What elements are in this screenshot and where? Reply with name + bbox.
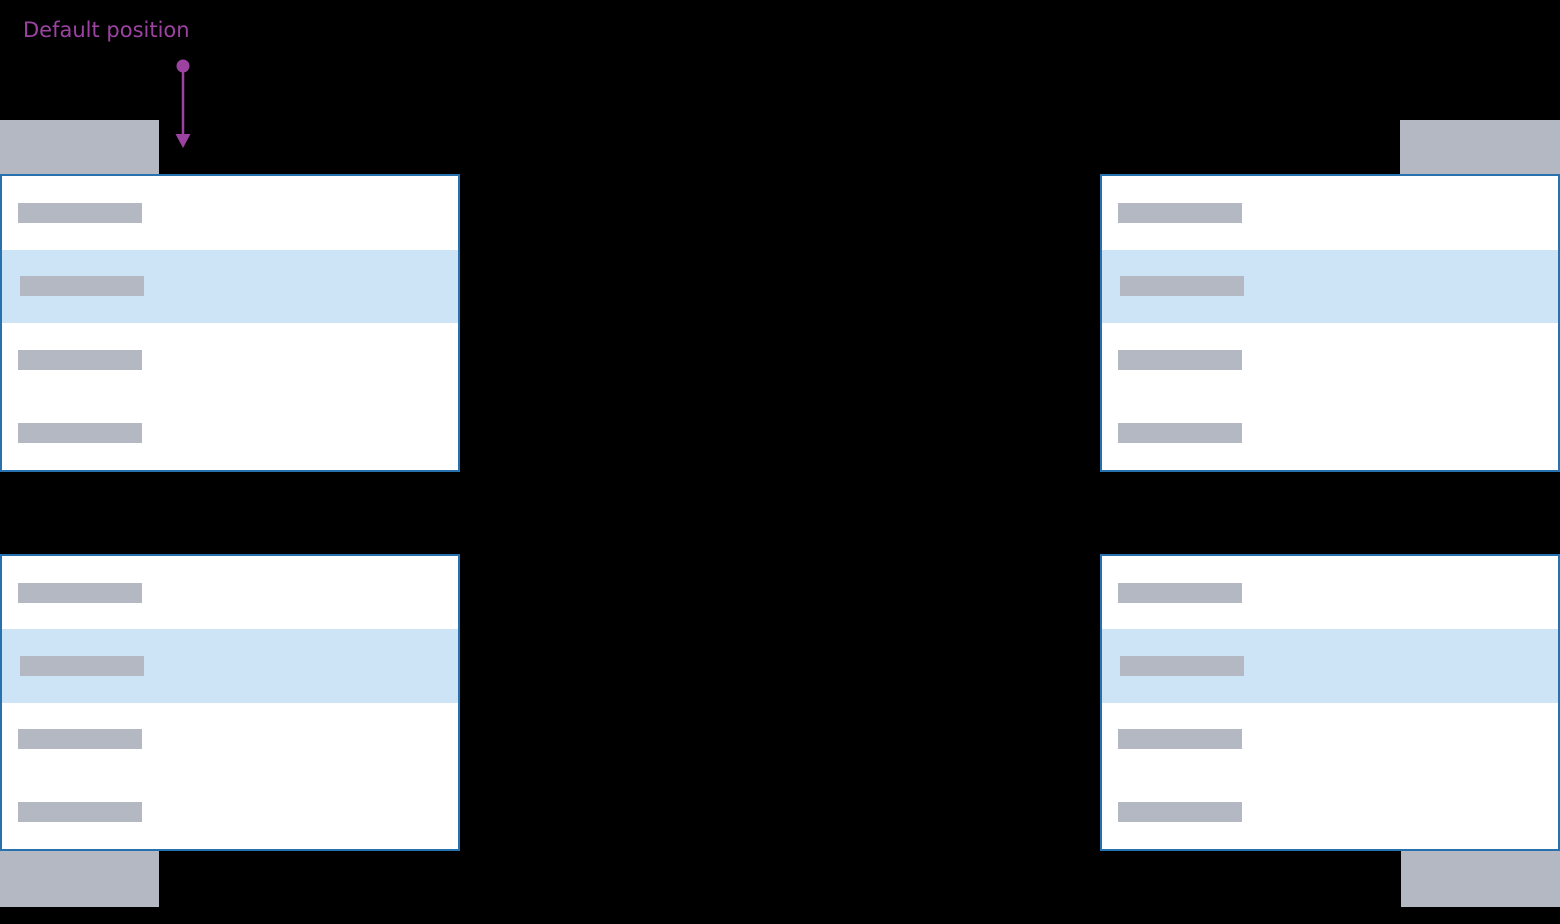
- menu-item-highlighted[interactable]: [2, 249, 458, 323]
- menu-item-highlighted[interactable]: [1102, 629, 1558, 703]
- text-placeholder-bar: [18, 729, 142, 750]
- text-placeholder-bar: [1120, 276, 1244, 297]
- menu-item[interactable]: [2, 556, 458, 629]
- menu-item[interactable]: [2, 397, 458, 471]
- menu-top-left: [0, 174, 460, 472]
- menu-item[interactable]: [2, 176, 458, 250]
- menu-bottom-left: [0, 554, 460, 851]
- menu-trigger-bottom-right[interactable]: [1401, 851, 1560, 907]
- text-placeholder-bar: [18, 202, 142, 223]
- text-placeholder-bar: [1120, 655, 1244, 676]
- text-placeholder-bar: [18, 349, 142, 370]
- annotation-label: Default position: [23, 18, 190, 42]
- text-placeholder-bar: [1118, 729, 1242, 750]
- text-placeholder-bar: [1118, 582, 1242, 603]
- text-placeholder-bar: [1118, 202, 1242, 223]
- menu-item[interactable]: [1102, 323, 1558, 397]
- menu-trigger-bottom-left[interactable]: [0, 851, 159, 907]
- text-placeholder-bar: [1118, 349, 1242, 370]
- text-placeholder-bar: [18, 423, 142, 444]
- menu-bottom-right: [1100, 554, 1560, 851]
- menu-top-right: [1100, 174, 1560, 472]
- menu-item[interactable]: [1102, 397, 1558, 471]
- menu-item[interactable]: [1102, 703, 1558, 776]
- text-placeholder-bar: [1118, 802, 1242, 823]
- menu-item-highlighted[interactable]: [1102, 249, 1558, 323]
- menu-item[interactable]: [1102, 776, 1558, 849]
- text-placeholder-bar: [18, 802, 142, 823]
- menu-item-highlighted[interactable]: [2, 629, 458, 703]
- menu-item[interactable]: [2, 323, 458, 397]
- menu-trigger-top-right[interactable]: [1400, 120, 1560, 174]
- menu-item[interactable]: [1102, 556, 1558, 629]
- menu-trigger-top-left[interactable]: [0, 120, 159, 174]
- down-arrow-icon: [175, 59, 191, 148]
- text-placeholder-bar: [20, 655, 144, 676]
- text-placeholder-bar: [20, 276, 144, 297]
- menu-item[interactable]: [2, 776, 458, 849]
- menu-item[interactable]: [1102, 176, 1558, 250]
- text-placeholder-bar: [1118, 423, 1242, 444]
- menu-item[interactable]: [2, 703, 458, 776]
- text-placeholder-bar: [18, 582, 142, 603]
